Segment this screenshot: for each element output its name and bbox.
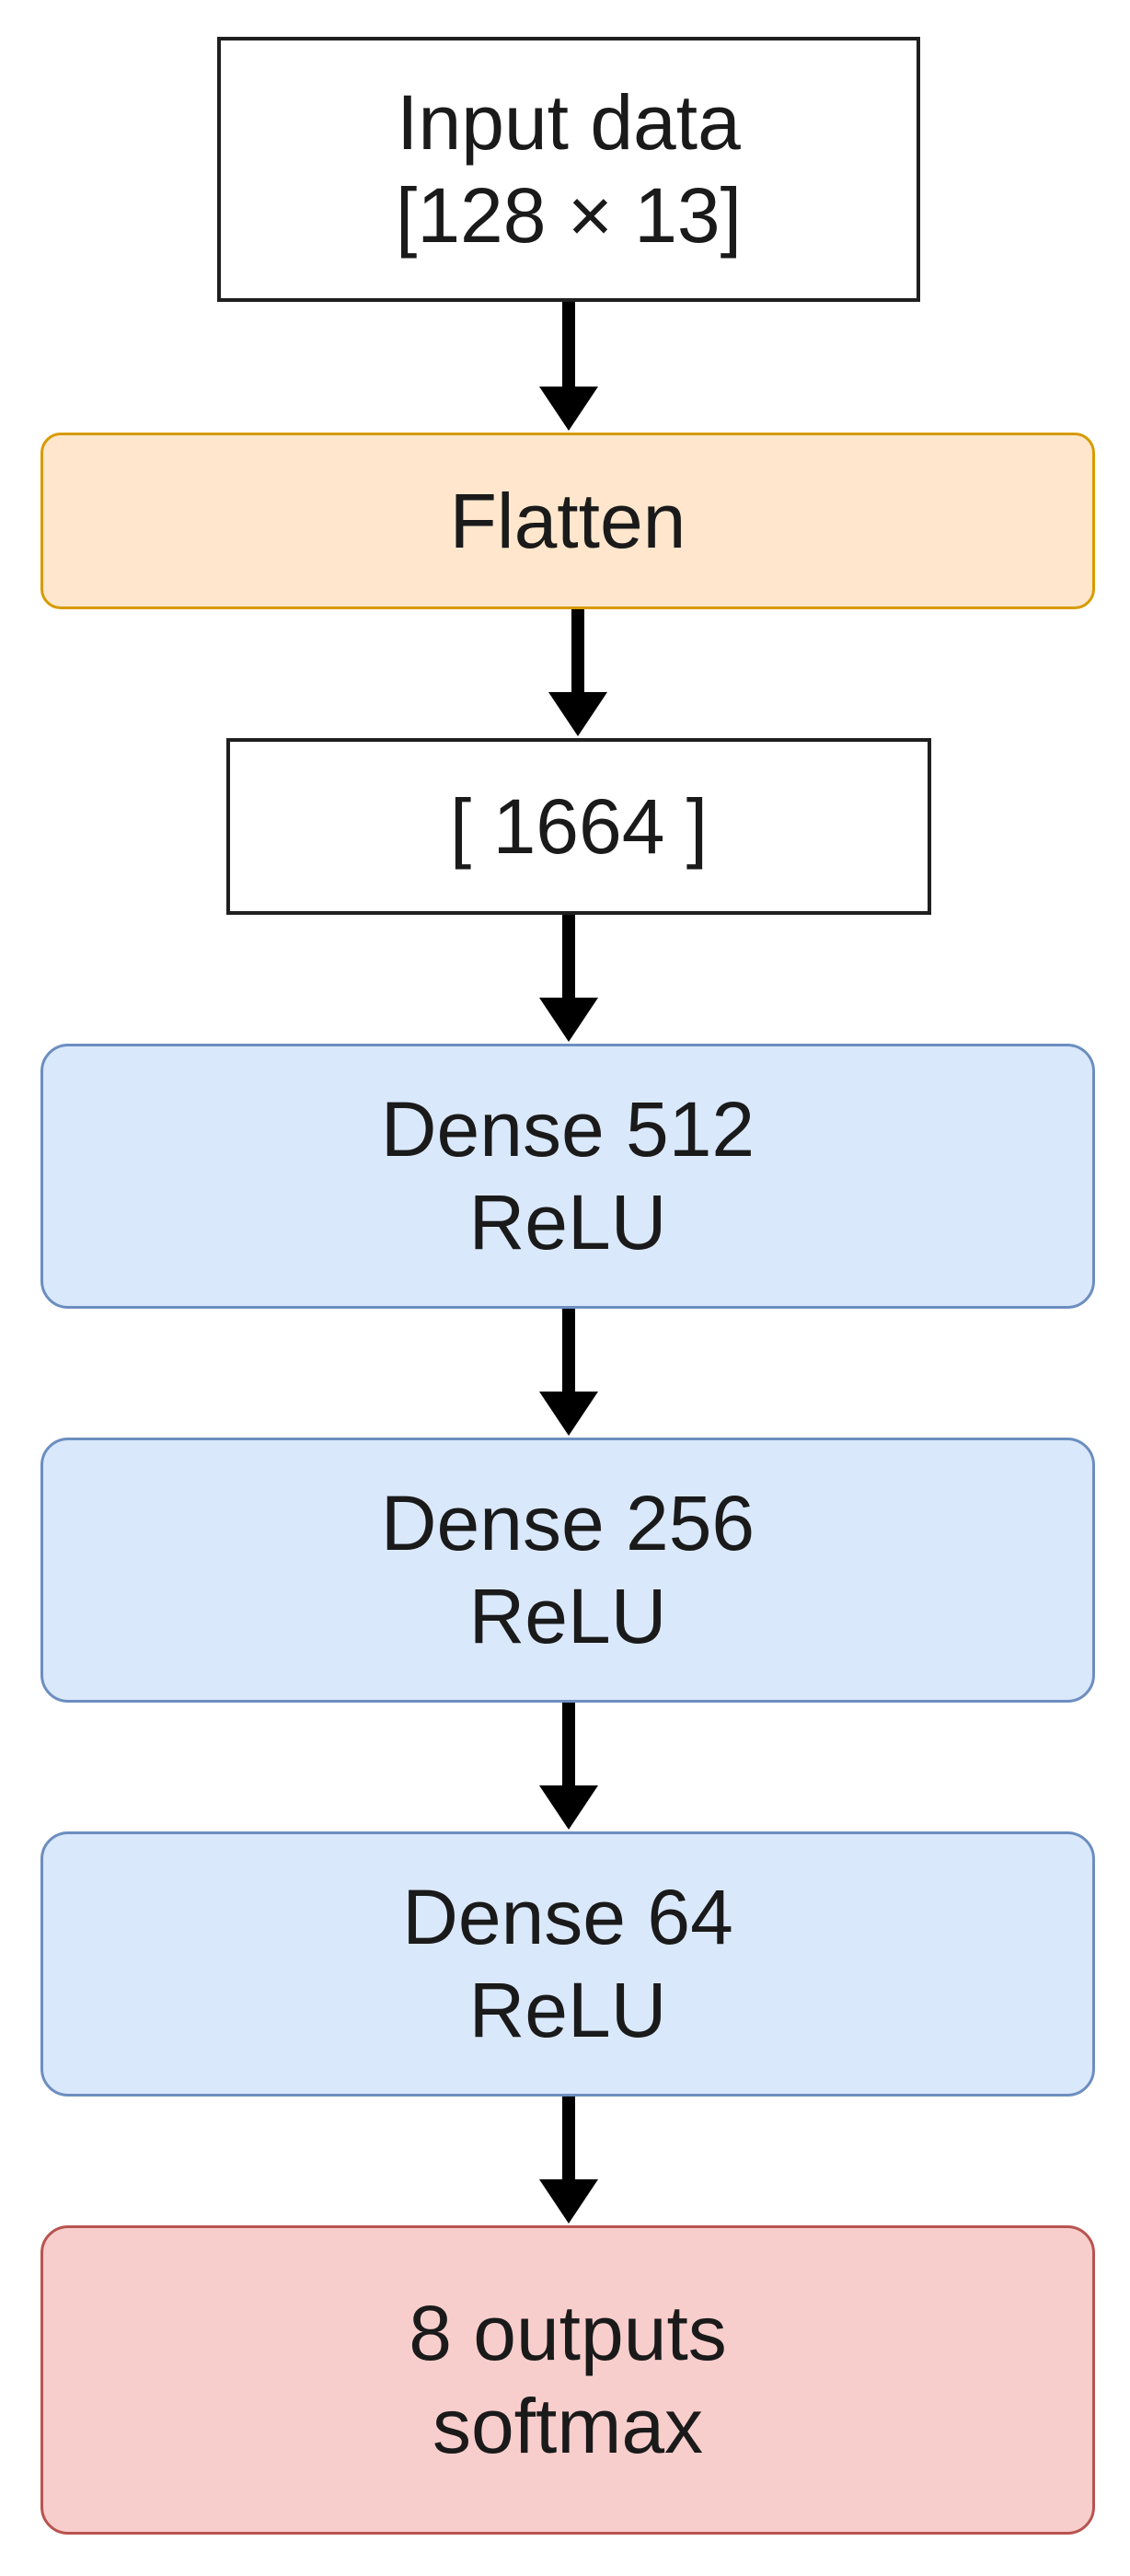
arrowhead-dense3-to-output [539,2179,598,2224]
flattened-shape-label: [ 1664 ] [449,782,709,870]
arrowhead-flatten-to-flat-out [548,692,607,736]
input-data-node: Input data [128 × 13] [217,37,920,302]
input-data-label: Input data [397,79,741,167]
flatten-label: Flatten [449,477,686,564]
input-shape-label: [128 × 13] [396,172,742,259]
dense-512-label: Dense 512 [380,1086,755,1173]
dense-64-activation-label: ReLU [468,1967,667,2053]
output-activation-label: softmax [432,2383,704,2469]
arrowhead-dense2-to-dense3 [539,1785,598,1830]
flattened-shape-node: [ 1664 ] [226,738,931,915]
arrowhead-dense1-to-dense2 [539,1392,598,1436]
dense-256-label: Dense 256 [380,1480,755,1567]
dense-512-layer-node: Dense 512 ReLU [40,1044,1095,1309]
dense-512-activation-label: ReLU [468,1179,667,1265]
dense-64-label: Dense 64 [402,1874,733,1961]
arrowhead-flat-out-to-dense1 [539,998,598,1042]
dense-256-layer-node: Dense 256 ReLU [40,1438,1095,1703]
output-layer-node: 8 outputs softmax [40,2225,1095,2535]
output-count-label: 8 outputs [409,2290,727,2377]
flatten-layer-node: Flatten [40,433,1095,609]
arrowhead-input-to-flatten [539,387,598,431]
dense-64-layer-node: Dense 64 ReLU [40,1831,1095,2097]
dense-256-activation-label: ReLU [468,1573,667,1659]
